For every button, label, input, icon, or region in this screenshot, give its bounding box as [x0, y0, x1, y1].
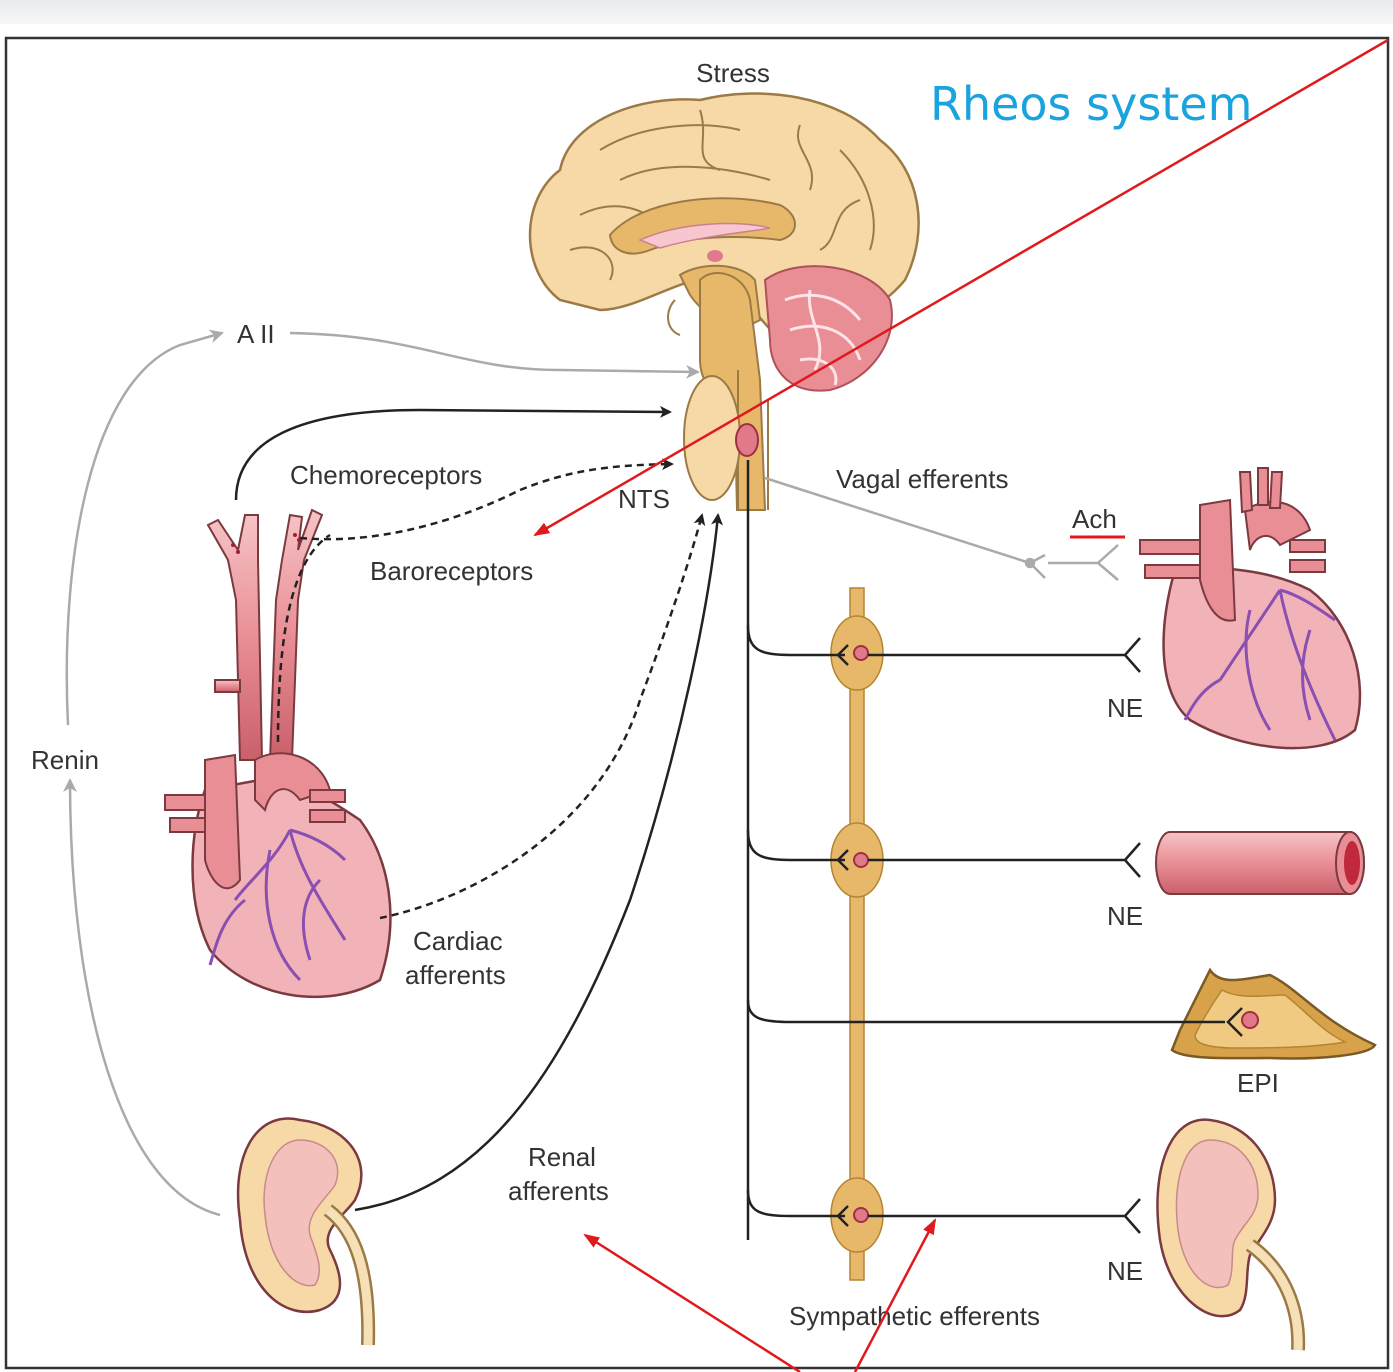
label-baroreceptors: Baroreceptors [370, 556, 533, 586]
label-ne-heart: NE [1107, 693, 1143, 723]
right-heart-illustration [1140, 468, 1360, 748]
right-kidney-illustration [1157, 1120, 1298, 1350]
label-renal-afferents-line1: Renal [528, 1142, 596, 1172]
blood-vessel-illustration [1156, 832, 1364, 894]
sympathetic-chain [831, 588, 883, 1280]
label-renal-afferents-line2: afferents [508, 1176, 609, 1206]
renal-afferent-arrow [355, 515, 718, 1210]
label-angiotensin-ii: A II [237, 319, 275, 349]
label-ne-kidney: NE [1107, 1256, 1143, 1286]
label-epi: EPI [1237, 1068, 1279, 1098]
label-cardiac-afferents-line1: Cardiac [413, 926, 503, 956]
label-sympathetic-efferents: Sympathetic efferents [789, 1301, 1040, 1331]
rheos-system-title: Rheos system [930, 77, 1252, 131]
brain-illustration [530, 93, 919, 510]
label-cardiac-afferents-line2: afferents [405, 960, 506, 990]
left-heart-illustration [165, 753, 390, 997]
label-stress: Stress [696, 58, 770, 88]
carotid-arteries [208, 510, 322, 762]
left-kidney-illustration [238, 1118, 368, 1345]
label-ach: Ach [1072, 504, 1117, 534]
label-renin: Renin [31, 745, 99, 775]
nts-nucleus [684, 376, 740, 500]
label-ne-vessel: NE [1107, 901, 1143, 931]
adrenal-gland-illustration [1172, 970, 1375, 1058]
label-vagal-efferents: Vagal efferents [836, 464, 1009, 494]
arrow-to-renal-afferents [585, 1235, 800, 1372]
label-chemoreceptors: Chemoreceptors [290, 460, 482, 490]
label-nts: NTS [618, 484, 670, 514]
